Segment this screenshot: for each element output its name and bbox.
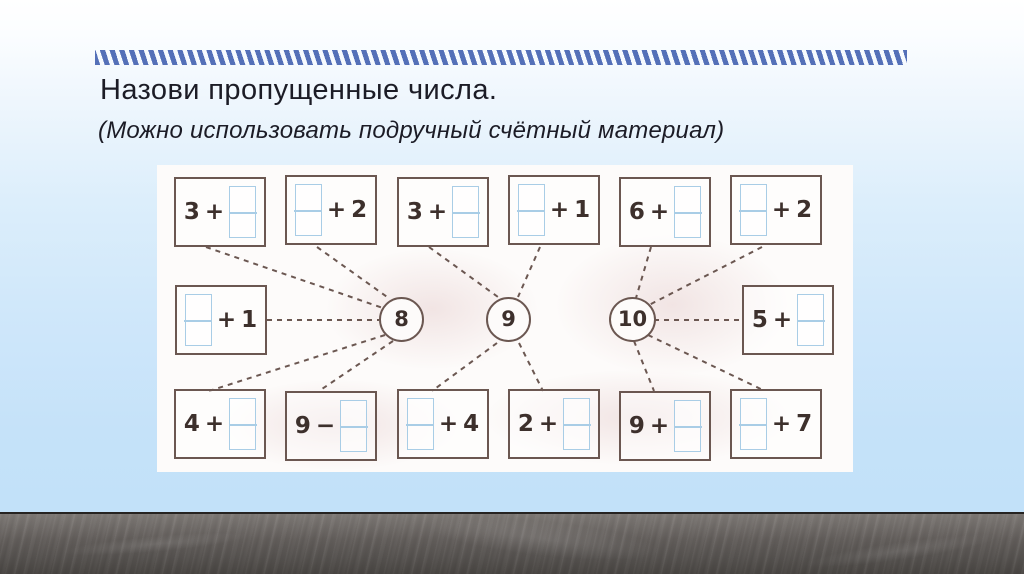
equation-operand-left: 9 <box>294 412 311 439</box>
equation-operand-left: 4 <box>183 410 200 437</box>
equation-box[interactable]: + 1 <box>508 175 600 245</box>
page-subtitle: (Можно использовать подручный счётный ма… <box>98 117 725 144</box>
answer-blank[interactable] <box>228 186 257 238</box>
answer-blank[interactable] <box>562 398 591 450</box>
equation-box[interactable]: + 1 <box>175 285 267 355</box>
floor-scuff <box>428 510 662 568</box>
target-number-circle[interactable]: 9 <box>486 297 531 342</box>
equation-operand-right: 1 <box>241 306 258 333</box>
equation-operator: + <box>771 410 792 437</box>
equation-box[interactable]: 9 + <box>619 391 711 461</box>
equation-box[interactable]: + 7 <box>730 389 822 459</box>
equation-operator: + <box>649 198 670 225</box>
floor-scuff <box>59 527 251 561</box>
answer-blank[interactable] <box>339 400 368 452</box>
stone-floor-band <box>0 510 1024 574</box>
equation-operand-right: 2 <box>796 196 813 223</box>
equation-box[interactable]: + 2 <box>730 175 822 245</box>
answer-blank[interactable] <box>673 400 702 452</box>
equation-box[interactable]: + 2 <box>285 175 377 245</box>
equation-operand-right: 4 <box>463 410 480 437</box>
target-number-circle[interactable]: 10 <box>609 297 656 342</box>
answer-blank[interactable] <box>739 184 768 236</box>
equation-operand-right: 2 <box>351 196 368 223</box>
equation-box[interactable]: 9 − <box>285 391 377 461</box>
equation-box[interactable]: 4 + <box>174 389 266 459</box>
equation-operator: + <box>772 306 793 333</box>
answer-blank[interactable] <box>673 186 702 238</box>
equation-operand-right: 7 <box>796 410 813 437</box>
equation-operator: + <box>549 196 570 223</box>
equation-operator: + <box>204 410 225 437</box>
equation-operator: + <box>204 198 225 225</box>
equation-operator: + <box>438 410 459 437</box>
equation-operator: + <box>216 306 237 333</box>
equation-box[interactable]: 3 + <box>174 177 266 247</box>
target-number-label: 10 <box>617 307 648 331</box>
floor-scuff <box>799 528 1001 574</box>
answer-blank[interactable] <box>184 294 213 346</box>
equation-box[interactable]: 2 + <box>508 389 600 459</box>
equation-box[interactable]: + 4 <box>397 389 489 459</box>
equation-box[interactable]: 6 + <box>619 177 711 247</box>
answer-blank[interactable] <box>451 186 480 238</box>
answer-blank[interactable] <box>228 398 257 450</box>
equation-operand-left: 5 <box>751 306 768 333</box>
answer-blank[interactable] <box>294 184 323 236</box>
equation-operator: + <box>326 196 347 223</box>
answer-blank[interactable] <box>796 294 825 346</box>
connector-lines <box>205 246 766 392</box>
equation-operand-left: 3 <box>406 198 423 225</box>
target-number-label: 9 <box>501 307 516 331</box>
equation-box[interactable]: 3 + <box>397 177 489 247</box>
equation-operator: + <box>649 412 670 439</box>
target-number-circle[interactable]: 8 <box>379 297 424 342</box>
equation-box[interactable]: 5 + <box>742 285 834 355</box>
equation-operator: − <box>315 412 336 439</box>
equation-operand-left: 3 <box>183 198 200 225</box>
answer-blank[interactable] <box>406 398 435 450</box>
page-title: Назови пропущенные числа. <box>100 74 498 106</box>
equation-operand-left: 2 <box>517 410 534 437</box>
decorative-striped-rule <box>95 50 907 65</box>
equation-operator: + <box>771 196 792 223</box>
equation-operator: + <box>427 198 448 225</box>
equation-operand-left: 9 <box>628 412 645 439</box>
equation-operand-left: 6 <box>628 198 645 225</box>
answer-blank[interactable] <box>517 184 546 236</box>
worksheet-panel: 3 + + 2 3 + + 1 6 + + 2 <box>157 165 853 472</box>
target-number-label: 8 <box>394 307 409 331</box>
answer-blank[interactable] <box>739 398 768 450</box>
equation-operator: + <box>538 410 559 437</box>
equation-operand-right: 1 <box>574 196 591 223</box>
